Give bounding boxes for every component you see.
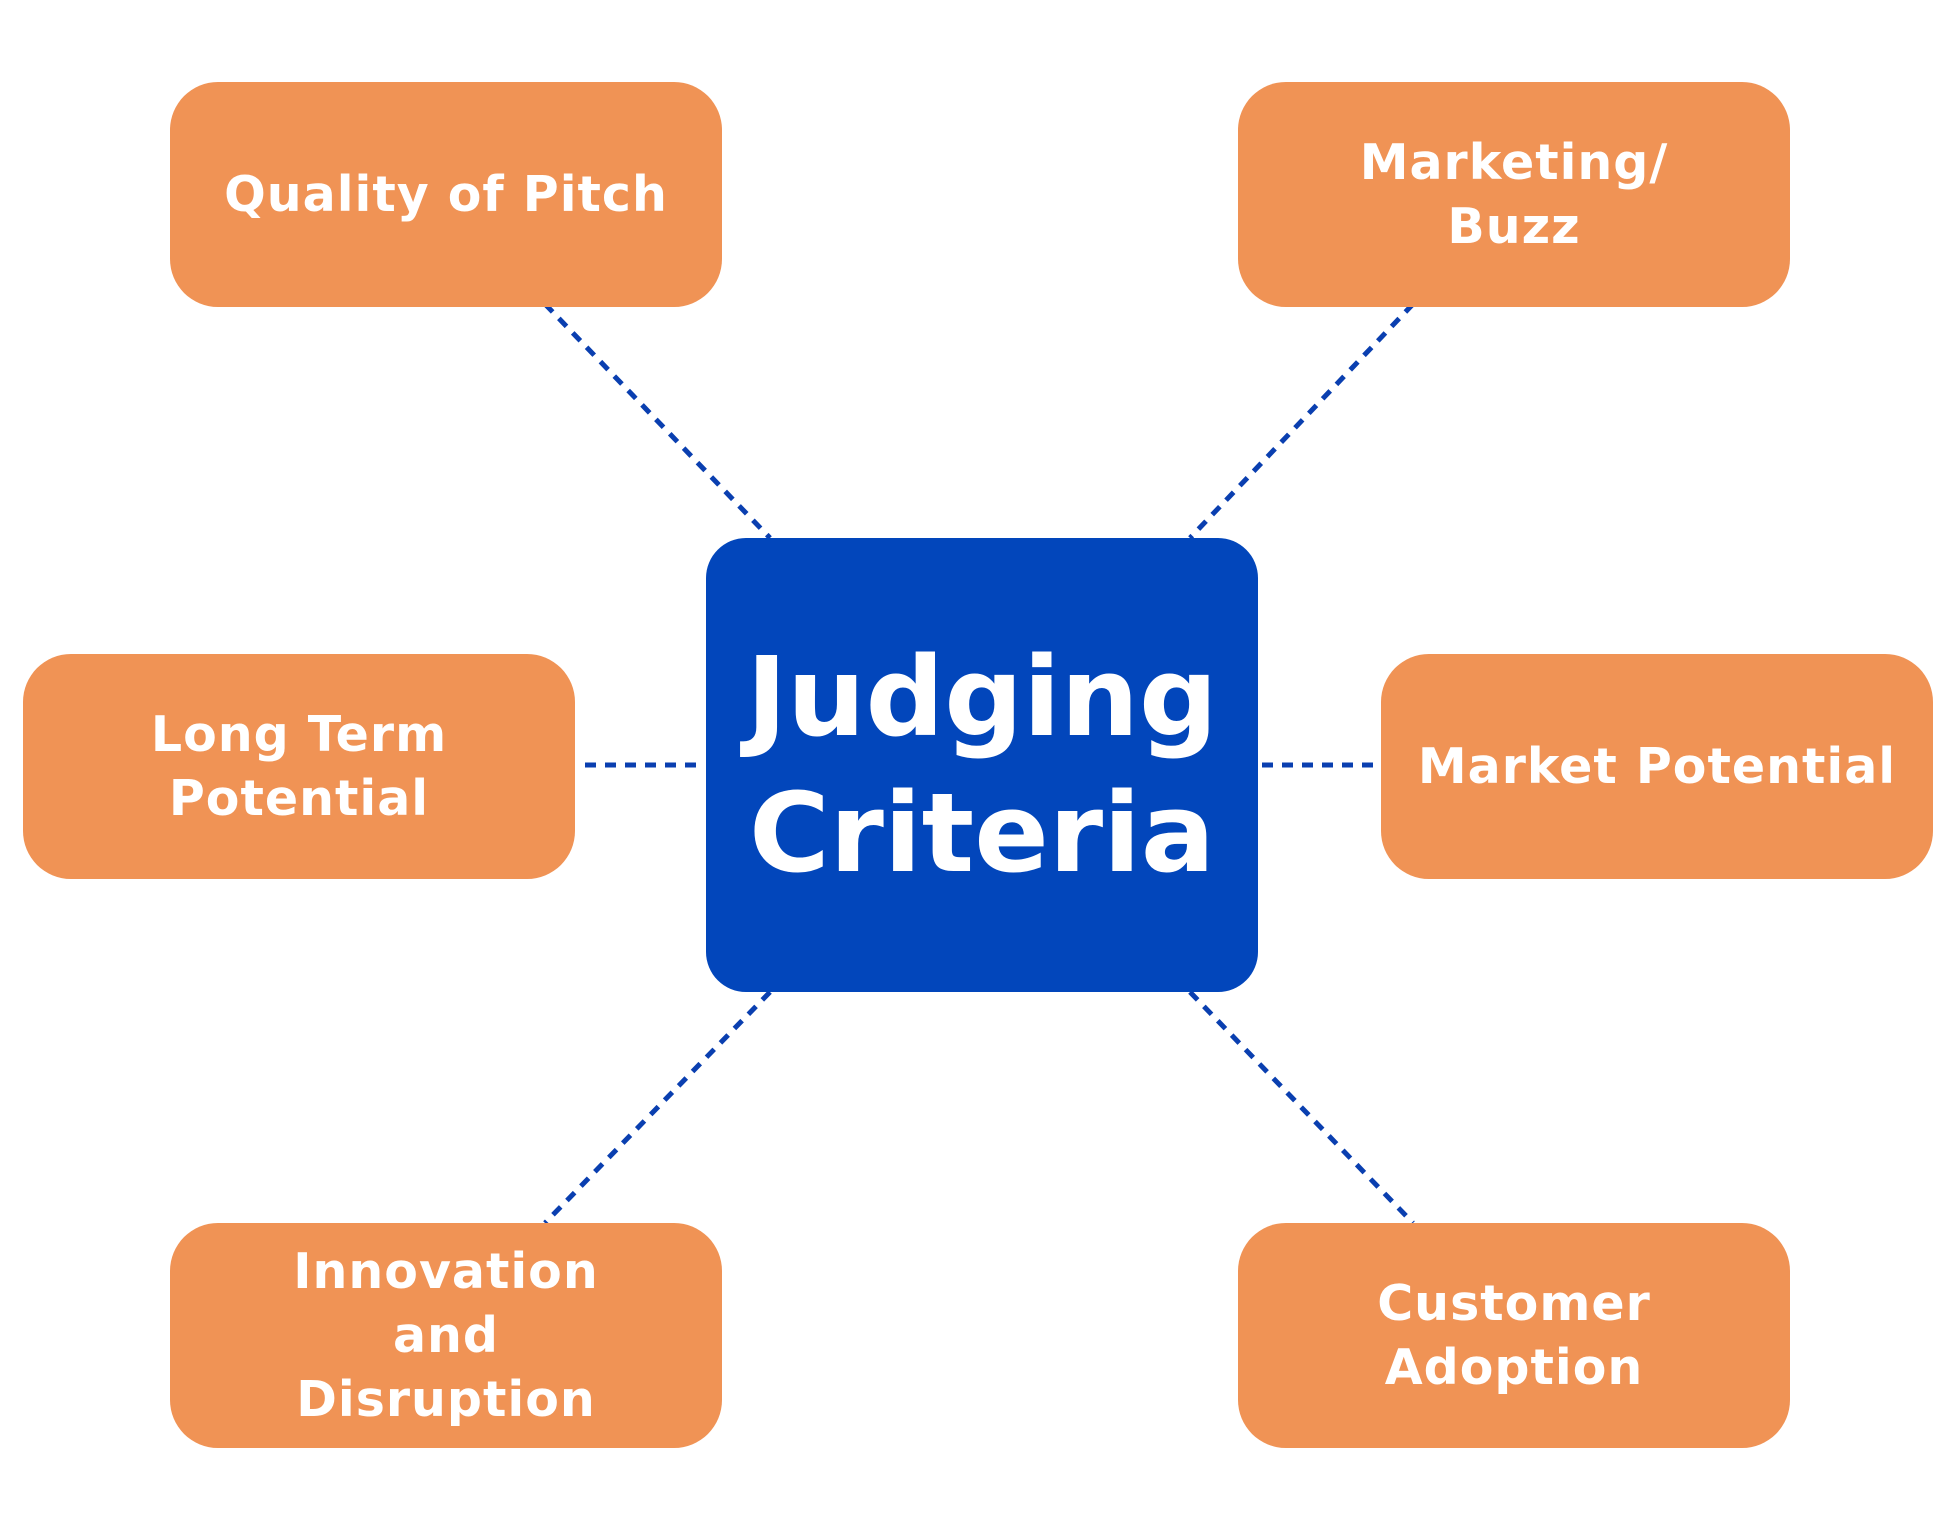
connector-customer-adoption bbox=[1188, 990, 1415, 1225]
connector-marketing-buzz bbox=[1188, 302, 1415, 540]
criterion-long-term-potential: Long Term Potential bbox=[23, 654, 575, 879]
criterion-customer-adoption: Customer Adoption bbox=[1238, 1223, 1790, 1448]
connector-innovation-and-disruption bbox=[543, 990, 772, 1225]
criterion-innovation-and-disruption: Innovation and Disruption bbox=[170, 1223, 722, 1448]
connector-quality-of-pitch bbox=[543, 302, 772, 540]
criterion-market-potential: Market Potential bbox=[1381, 654, 1933, 879]
criterion-quality-of-pitch: Quality of Pitch bbox=[170, 82, 722, 307]
center-judging-criteria: Judging Criteria bbox=[706, 538, 1258, 992]
criterion-marketing-buzz: Marketing/ Buzz bbox=[1238, 82, 1790, 307]
